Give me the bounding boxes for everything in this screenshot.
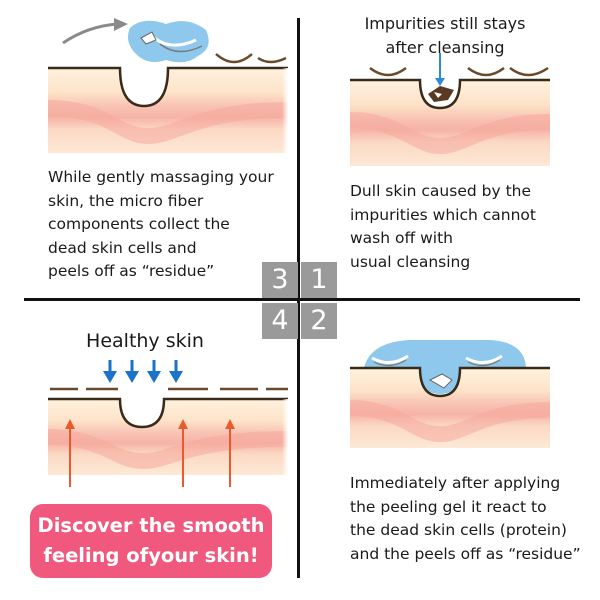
step-number-3: 3 bbox=[262, 262, 298, 298]
panel-2-skin-diagram bbox=[350, 340, 550, 448]
up-arrow-icon bbox=[65, 419, 235, 487]
panel-3-skin-diagram bbox=[48, 18, 288, 153]
panel-3-description: While gently massaging your skin, the mi… bbox=[48, 168, 274, 280]
horizontal-divider bbox=[24, 298, 580, 301]
panel-1-label: Impurities still stays after cleansing bbox=[364, 14, 526, 57]
flake-icon bbox=[428, 373, 453, 389]
step-number-1: 1 bbox=[301, 262, 337, 298]
gel-blob bbox=[364, 340, 526, 394]
gel-blob bbox=[128, 20, 209, 63]
down-arrow-icon bbox=[103, 360, 183, 383]
panel-4-label: Healthy skin bbox=[86, 330, 204, 352]
panel-1-description: Dull skin caused by the impurities which… bbox=[350, 182, 536, 271]
panel-4-skin-diagram bbox=[48, 360, 288, 487]
cta-banner[interactable]: Discover the smooth feeling ofyour skin! bbox=[30, 504, 272, 578]
step-number-4: 4 bbox=[262, 303, 298, 339]
flake-icon bbox=[140, 31, 157, 45]
panel-1-skin-diagram bbox=[350, 53, 550, 166]
panel-2-description: Immediately after applying the peeling g… bbox=[350, 474, 581, 563]
step-number-2: 2 bbox=[301, 303, 337, 339]
curved-arrow-icon bbox=[62, 22, 119, 45]
